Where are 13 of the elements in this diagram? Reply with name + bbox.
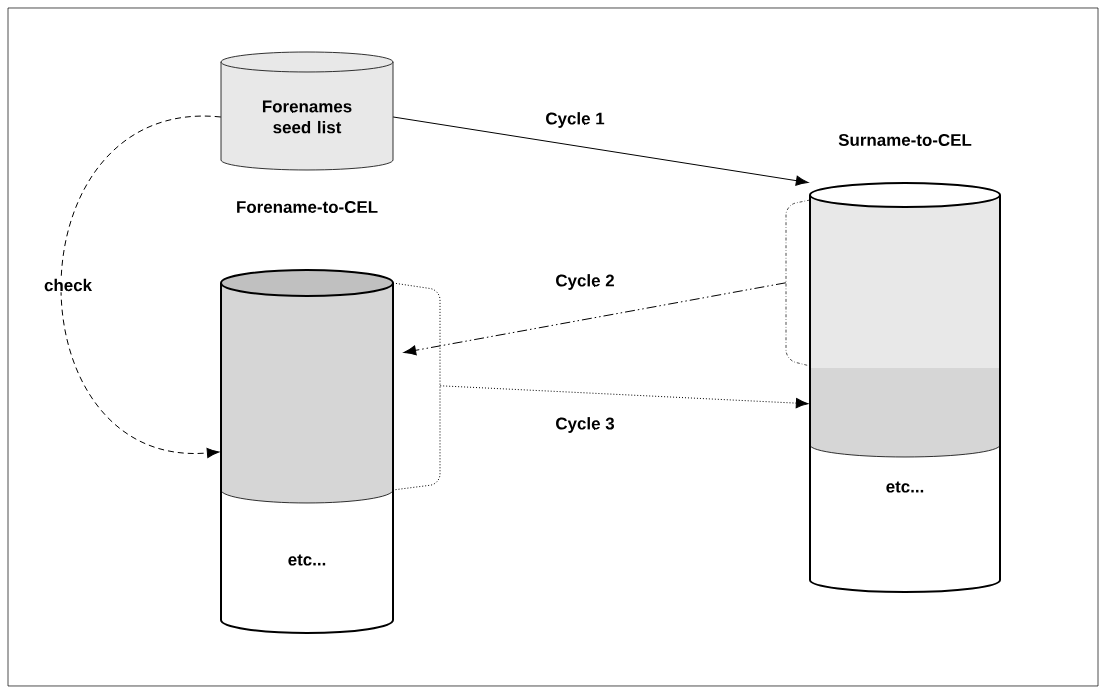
database-cylinder: Forenames seed list xyxy=(220,51,394,171)
arrow xyxy=(403,282,787,356)
database-cylinder: etc... xyxy=(809,182,1001,593)
edge-label: Cycle 2 xyxy=(554,273,616,291)
cylinder-title: Surname-to-CEL xyxy=(838,134,972,146)
edge-label: check xyxy=(43,277,93,293)
edge-label: Cycle 1 xyxy=(544,111,606,129)
cylinder-title: Forename-to-CEL xyxy=(237,201,378,213)
database-cylinder: etc... xyxy=(220,269,394,634)
arrow xyxy=(439,385,809,409)
edge-label: Cycle 3 xyxy=(554,416,616,434)
arrow xyxy=(60,116,222,458)
arrow xyxy=(392,116,809,186)
